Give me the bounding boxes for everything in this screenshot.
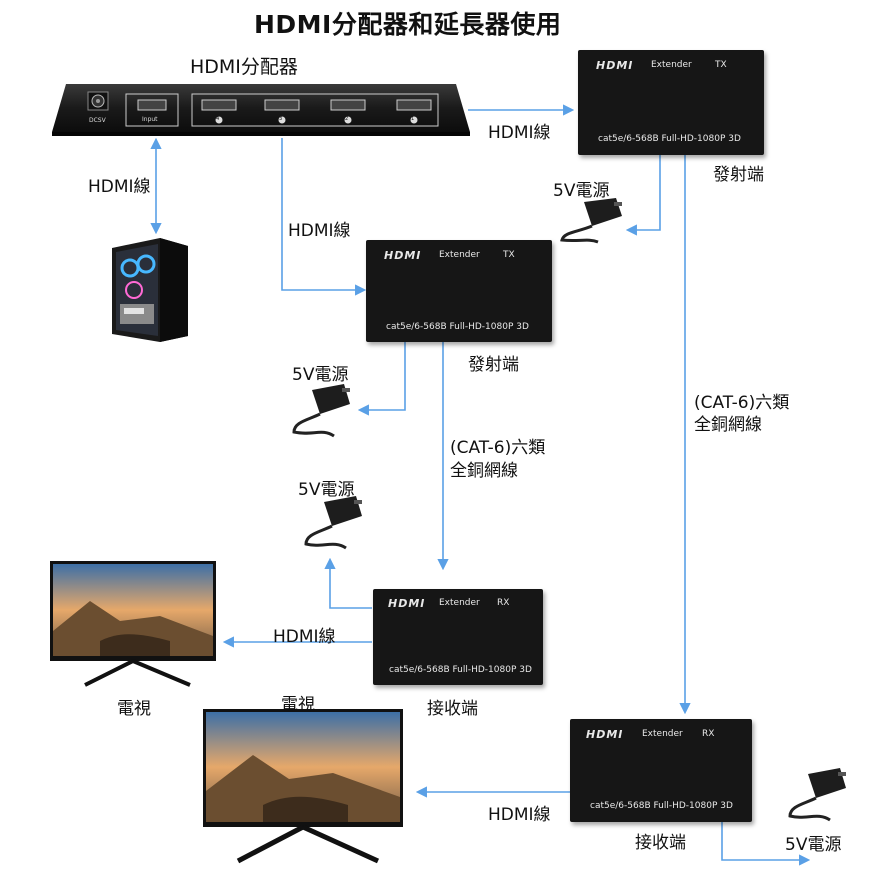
hdmi-cable-label-middle: HDMI線: [288, 221, 351, 241]
hdmi-arrow-splitter-to-tx-middle: [281, 138, 367, 296]
port-number-3: 3: [279, 116, 283, 122]
tv-monitor-left: [50, 561, 218, 697]
cat6-label-line2-right: 全銅網線: [694, 415, 762, 435]
dcsv-label: DCSV: [89, 117, 106, 124]
extender-model: cat5e/6-568B Full-HD-1080P 3D: [386, 322, 529, 332]
splitter-label: HDMI分配器: [190, 56, 298, 78]
port-number-2: 2: [345, 116, 349, 122]
extender-tx-middle: HDMI Extender TX cat5e/6-568B Full-HD-10…: [366, 240, 552, 342]
power-label-rx-bottom: 5V電源: [785, 835, 842, 855]
extender-brand: HDMI: [586, 728, 624, 741]
port-number-1: 1: [411, 116, 415, 122]
power-arrow-rx-bottom: [721, 822, 811, 866]
hdmi-cable-label-pc: HDMI線: [88, 177, 151, 197]
power-label-tx-top: 5V電源: [553, 181, 610, 201]
extender-rx-middle: HDMI Extender RX cat5e/6-568B Full-HD-10…: [373, 589, 543, 685]
power-adapter-icon: [784, 766, 854, 826]
extender-model: cat5e/6-568B Full-HD-1080P 3D: [389, 665, 532, 675]
input-label: Input: [142, 116, 158, 123]
extender-name: Extender: [651, 60, 692, 70]
cat6-label-line1-middle: (CAT-6)六類: [450, 438, 546, 458]
hdmi-cable-label-tv2: HDMI線: [488, 805, 551, 825]
extender-model: cat5e/6-568B Full-HD-1080P 3D: [590, 801, 733, 811]
extender-tx-top: HDMI Extender TX cat5e/6-568B Full-HD-10…: [578, 50, 764, 155]
power-arrow-tx-top: [625, 155, 661, 236]
extender-tx-label: TX: [715, 60, 727, 70]
tv-monitor-bottom: [203, 709, 405, 873]
extender-rx-label: RX: [497, 598, 510, 608]
power-label-rx-middle: 5V電源: [298, 480, 355, 500]
hdmi-splitter-device: DCSV Input 4 3 2 1: [52, 84, 470, 136]
cat6-label-line2-middle: 全銅網線: [450, 461, 518, 481]
extender-name: Extender: [642, 729, 683, 739]
extender-model: cat5e/6-568B Full-HD-1080P 3D: [598, 134, 741, 144]
power-adapter-icon: [558, 196, 628, 252]
port-number-4: 4: [216, 116, 220, 122]
power-label-tx-middle: 5V電源: [292, 365, 349, 385]
receiver-label-middle: 接收端: [427, 699, 478, 719]
power-adapter-icon: [300, 494, 370, 554]
extender-name: Extender: [439, 598, 480, 608]
pc-tower-icon: [104, 234, 192, 346]
power-arrow-tx-middle: [357, 342, 406, 416]
power-arrow-rx-middle: [324, 557, 372, 609]
extender-brand: HDMI: [388, 597, 426, 610]
hdmi-cable-label-top: HDMI線: [488, 123, 551, 143]
extender-rx-bottom: HDMI Extender RX cat5e/6-568B Full-HD-10…: [570, 719, 752, 822]
tv-label-left: 電視: [117, 699, 151, 719]
hdmi-cable-label-tv1: HDMI線: [273, 627, 336, 647]
extender-tx-label: TX: [503, 250, 515, 260]
power-adapter-icon: [290, 380, 360, 444]
extender-brand: HDMI: [384, 249, 422, 262]
cat6-label-line1-right: (CAT-6)六類: [694, 393, 790, 413]
extender-brand: HDMI: [596, 59, 634, 72]
page-title: HDMI分配器和延長器使用: [254, 10, 562, 39]
transmitter-label-top: 發射端: [713, 165, 764, 185]
extender-name: Extender: [439, 250, 480, 260]
transmitter-label-middle: 發射端: [468, 355, 519, 375]
receiver-label-bottom: 接收端: [635, 833, 686, 853]
extender-rx-label: RX: [702, 729, 715, 739]
